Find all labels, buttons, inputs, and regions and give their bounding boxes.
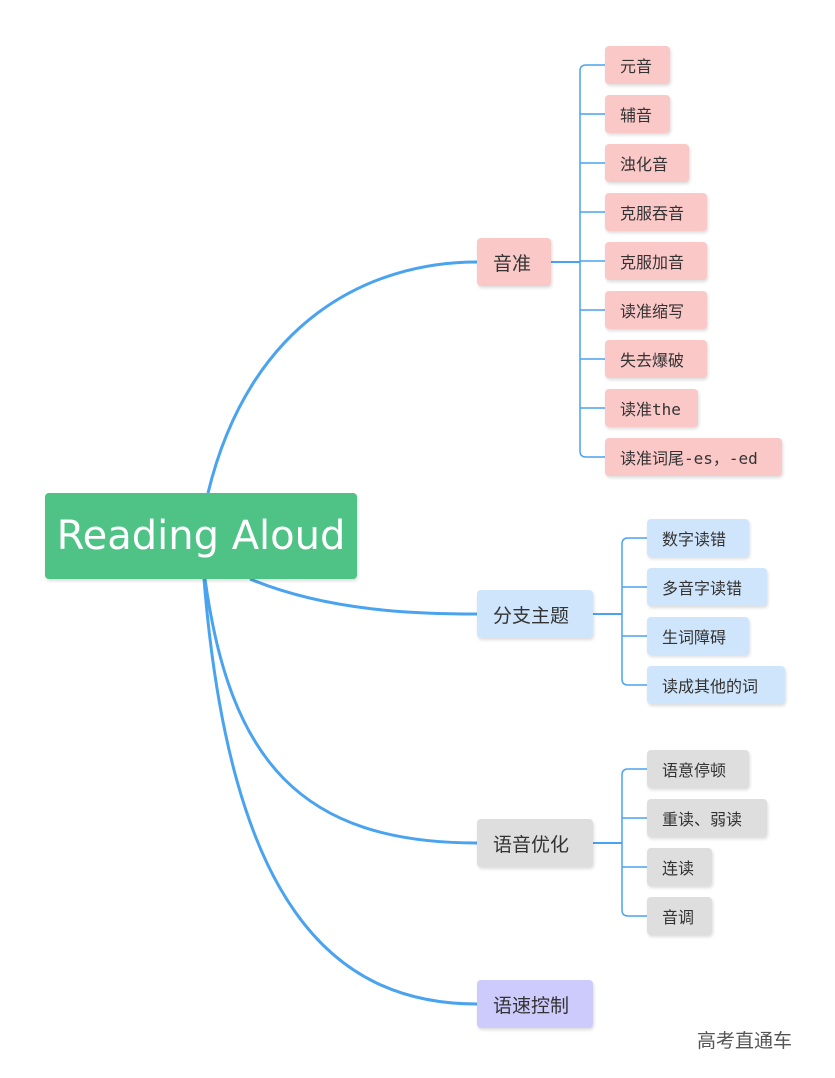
- subtopic-node[interactable]: 生词障碍: [647, 617, 749, 655]
- connector-line: [202, 578, 478, 1006]
- subtopic-node[interactable]: 元音: [605, 46, 670, 84]
- subtopic-node[interactable]: 读成其他的词: [647, 666, 785, 704]
- subtopic-node[interactable]: 数字读错: [647, 519, 749, 557]
- connector-line: [206, 260, 478, 494]
- branch-topic-4[interactable]: 语速控制: [477, 980, 593, 1028]
- subtopic-node[interactable]: 多音字读错: [647, 568, 767, 606]
- subtopic-node[interactable]: 读准the: [605, 389, 698, 427]
- subtopic-node[interactable]: 重读、弱读: [647, 799, 767, 837]
- subtopic-node[interactable]: 音调: [647, 897, 712, 935]
- connector-line: [249, 577, 478, 616]
- connector-line: [621, 537, 647, 545]
- connector-line: [579, 450, 605, 458]
- connector-line: [579, 64, 605, 72]
- subtopic-node[interactable]: 读准词尾-es，-ed: [605, 438, 782, 476]
- subtopic-node[interactable]: 失去爆破: [605, 340, 707, 378]
- connector-line: [203, 578, 478, 845]
- subtopic-node[interactable]: 连读: [647, 848, 712, 886]
- watermark: 高考直通车: [697, 1030, 793, 1052]
- subtopic-node[interactable]: 语意停顿: [647, 750, 749, 788]
- subtopic-node[interactable]: 辅音: [605, 95, 670, 133]
- connector-line: [621, 768, 647, 776]
- branch-topic-3[interactable]: 语音优化: [477, 819, 593, 867]
- subtopic-node[interactable]: 浊化音: [605, 144, 689, 182]
- branch-topic-1[interactable]: 音准: [477, 238, 551, 286]
- subtopic-node[interactable]: 读准缩写: [605, 291, 707, 329]
- root-topic-reading-aloud[interactable]: Reading Aloud: [45, 493, 357, 579]
- branch-topic-2[interactable]: 分支主题: [477, 590, 593, 638]
- connector-line: [621, 909, 647, 917]
- connector-line: [621, 678, 647, 686]
- subtopic-node[interactable]: 克服吞音: [605, 193, 707, 231]
- subtopic-node[interactable]: 克服加音: [605, 242, 707, 280]
